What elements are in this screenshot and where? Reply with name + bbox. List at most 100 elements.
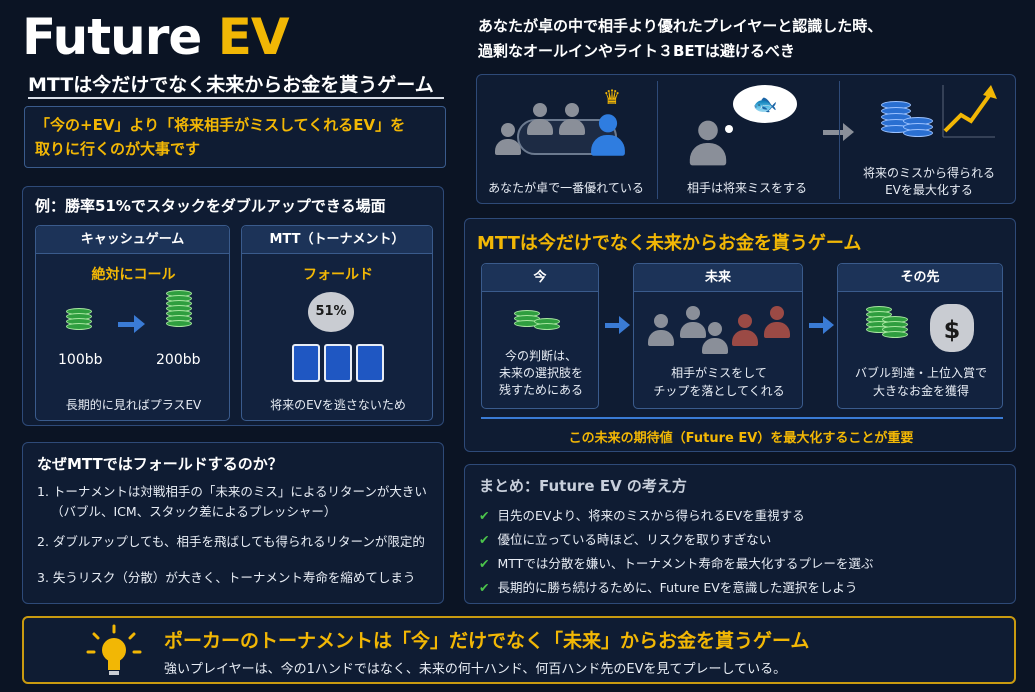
check-icon: ✔ [479, 532, 490, 547]
arrow-shaft [605, 323, 619, 328]
banner-headline: ポーカーのトーナメントは「今」だけでなく「未来」からお金を貰うゲーム [164, 630, 810, 652]
title-gold: EV [217, 8, 290, 66]
top-right-line-2: 過剰なオールインやライト３BETは避けるべき [478, 42, 795, 60]
win-rate-bubble: 51% [308, 292, 354, 332]
arrow-shaft [823, 130, 843, 135]
illustration-panel: ♛ あなたが卓で一番優れている 🐟 相手は将来ミスをする 将来のミスから得られる… [476, 74, 1016, 204]
summary-item: ✔ 優位に立っている時ほど、リスクを取りすぎない [479, 529, 771, 548]
cash-game-card: キャッシュゲーム 絶対にコール 100bb 200bb 長期的に見ればプラスEV [35, 225, 230, 421]
opponent-figure [732, 314, 758, 346]
chips-icon [66, 308, 92, 330]
highlight-line-2: 取りに行くのが大事です [35, 140, 201, 158]
why-item-3: 3. 失うリスク（分散）が大きく、トーナメント寿命を縮めてしまう [37, 570, 416, 585]
step-future-text: 相手がミスをして チップを落としてくれる [634, 364, 804, 400]
step-now-head: 今 [482, 264, 598, 292]
subtitle-underline [28, 97, 444, 99]
caption-mistake: 相手は将来ミスをする [686, 181, 807, 195]
why-panel: なぜMTTではフォールドするのか？ 1. トーナメントは対戦相手の「未来のミス」… [22, 442, 444, 604]
crown-icon: ♛ [603, 85, 621, 109]
lightbulb-icon [86, 624, 142, 675]
step-beyond: その先 $ バブル到達・上位入賞で 大きなお金を獲得 [837, 263, 1003, 409]
summary-item-text: 目先のEVより、将来のミスから得られるEVを重視する [497, 508, 805, 523]
opponent-figure [648, 314, 674, 346]
summary-panel: まとめ：Future EV の考え方 ✔ 目先のEVより、将来のミスから得られるE… [464, 464, 1016, 604]
page-title: Future EV [22, 8, 290, 66]
check-icon: ✔ [479, 556, 490, 571]
step-beyond-line: 大きなお金を獲得 [872, 384, 969, 398]
cash-action: 絶対にコール [91, 267, 176, 283]
flow-rule [481, 417, 1003, 419]
chips-icon [903, 117, 933, 137]
step-now-text: 今の判断は、 未来の選択肢を 残すためにある [482, 348, 600, 399]
cash-note: 長期的に見ればプラスEV [65, 398, 202, 412]
why-item-2: 2. ダブルアップしても、相手を飛ばしても得られるリターンが限定的 [37, 534, 425, 549]
top-right-line-1: あなたが卓の中で相手より優れたプレイヤーと認識した時、 [478, 17, 883, 35]
step-beyond-text: バブル到達・上位入賞で 大きなお金を獲得 [838, 364, 1004, 400]
summary-item-text: 優位に立っている時ほど、リスクを取りすぎない [497, 532, 772, 547]
step-now: 今 今の判断は、 未来の選択肢を 残すためにある [481, 263, 599, 409]
caption-maximize-1: 将来のミスから得られる [862, 166, 995, 180]
opponent-figure [702, 322, 728, 354]
mtt-card: MTT（トーナメント） フォールド 51% 将来のEVを逃さないため [241, 225, 433, 421]
why-item-1-detail: （バブル、ICM、スタック差によるプレッシャー） [51, 504, 337, 519]
step-future-line: 相手がミスをして [671, 366, 767, 380]
step-future: 未来 相手がミスをして チップを落としてくれる [633, 263, 803, 409]
flow-panel: MTTは今だけでなく未来からお金を貰うゲーム 今 今の判断は、 未来の選択肢を … [464, 218, 1016, 452]
step-beyond-line: バブル到達・上位入賞で [854, 366, 987, 380]
summary-item: ✔長期的に勝ち続けるために、Future EVを意識した選択をしよう [479, 577, 857, 596]
from-stack: 100bb [58, 352, 103, 368]
chips-icon [166, 290, 192, 327]
arrow-shaft [118, 322, 134, 327]
banner-subtext: 強いプレイヤーは、今の1ハンドではなく、未来の何十ハンド、何百ハンド先のEVを見… [164, 662, 787, 677]
arrow-shaft [809, 323, 823, 328]
fish-thought-icon: 🐟 [733, 85, 797, 123]
flow-footer: この未来の期待値（Future EV）を最大化することが重要 [568, 431, 914, 446]
chips-icon [882, 316, 908, 338]
cards-icon [292, 344, 320, 382]
growth-arrow-icon [942, 85, 997, 138]
thinking-opponent [689, 120, 727, 166]
mtt-note: 将来のEVを逃さないため [270, 398, 406, 412]
mtt-action: フォールド [303, 267, 373, 283]
money-bag-icon: $ [930, 304, 974, 352]
caption-best: あなたが卓で一番優れている [488, 181, 644, 195]
highlight-line-1: 「今の+EV」より「将来相手がミスしてくれるEV」を [35, 116, 406, 134]
opponent-figure [495, 123, 521, 155]
summary-item-text: 長期的に勝ち続けるために、Future EVを意識した選択をしよう [497, 580, 858, 595]
opponent-figure [680, 306, 706, 338]
step-beyond-head: その先 [838, 264, 1002, 292]
mtt-head: MTT（トーナメント） [242, 226, 432, 254]
cash-game-head: キャッシュゲーム [36, 226, 229, 254]
thought-dot [725, 125, 733, 133]
example-title: 例：勝率51%でスタックをダブルアップできる場面 [35, 197, 386, 215]
summary-item: ✔ MTTでは分散を嫌い、トーナメント寿命を最大化するプレーを選ぶ [479, 553, 873, 572]
arrow-icon [134, 315, 145, 333]
arrow-icon [823, 316, 834, 334]
highlight-box: 「今の+EV」より「将来相手がミスしてくれるEV」を 取りに行くのが大事です [24, 106, 446, 168]
to-stack: 200bb [156, 352, 201, 368]
summary-item: ✔ 目先のEVより、将来のミスから得られるEVを重視する [479, 505, 805, 524]
summary-title: まとめ：Future EV の考え方 [479, 477, 687, 495]
cards-icon [356, 344, 384, 382]
chips-icon [534, 318, 560, 330]
step-future-line: チップを落としてくれる [653, 384, 785, 398]
step-now-line: 残すためにある [498, 383, 583, 397]
arrow-icon [619, 316, 630, 334]
opponent-figure [527, 103, 553, 135]
step-now-line: 今の判断は、 [504, 349, 577, 363]
opponent-figure [764, 306, 790, 338]
flow-title: MTTは今だけでなく未来からお金を貰うゲーム [477, 233, 862, 254]
arrow-icon [843, 123, 854, 141]
you-figure [591, 114, 625, 156]
title-white: Future [22, 8, 202, 66]
why-item-1: 1. トーナメントは対戦相手の「未来のミス」によるリターンが大きい [37, 484, 427, 499]
top-right-statement: あなたが卓の中で相手より優れたプレイヤーと認識した時、 過剰なオールインやライト… [478, 14, 882, 64]
divider [657, 81, 658, 199]
step-future-head: 未来 [634, 264, 802, 292]
check-icon: ✔ [479, 508, 490, 523]
example-panel: 例：勝率51%でスタックをダブルアップできる場面 キャッシュゲーム 絶対にコール… [22, 186, 444, 426]
step-now-line: 未来の選択肢を [498, 366, 583, 380]
summary-item-text: MTTでは分散を嫌い、トーナメント寿命を最大化するプレーを選ぶ [497, 556, 874, 571]
bottom-banner: ポーカーのトーナメントは「今」だけでなく「未来」からお金を貰うゲーム 強いプレイ… [22, 616, 1016, 684]
opponent-figure [559, 103, 585, 135]
